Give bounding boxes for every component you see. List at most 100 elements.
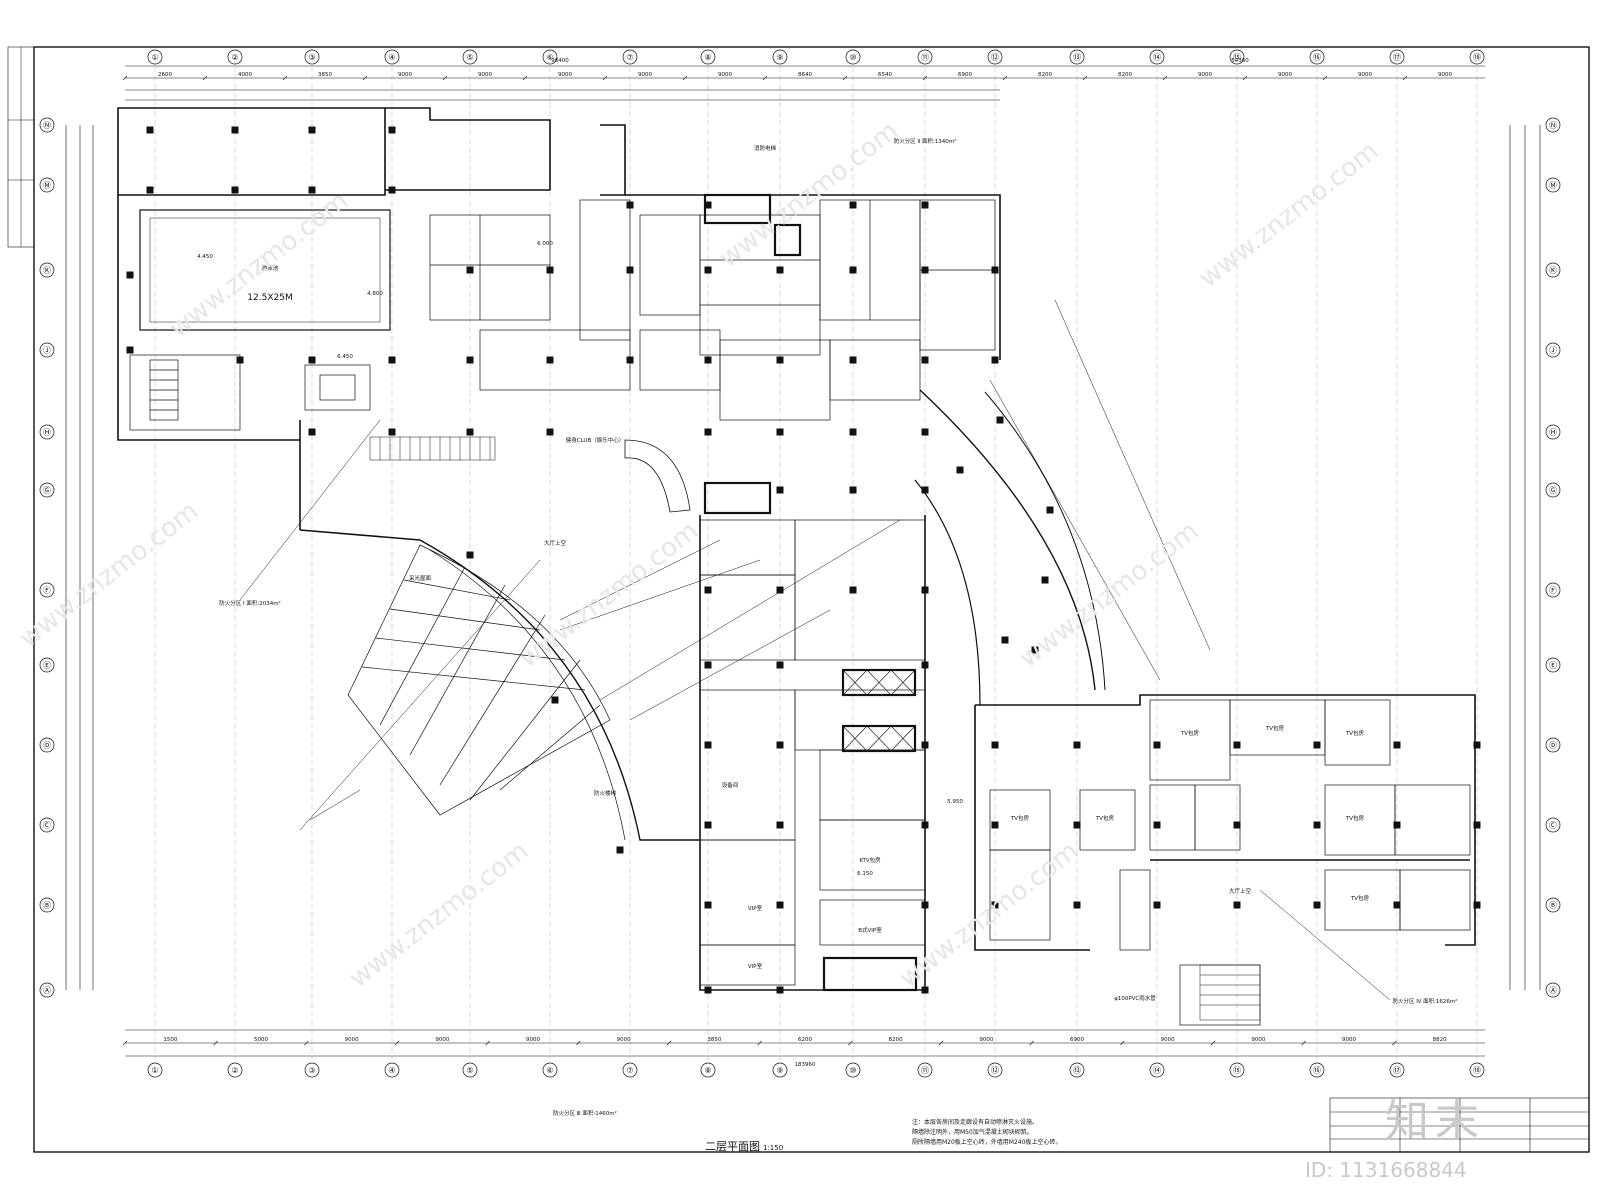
column bbox=[231, 126, 239, 134]
grid-row-marker-circle bbox=[39, 737, 55, 753]
grid-column-marker-circle bbox=[1069, 49, 1085, 65]
column bbox=[849, 428, 857, 436]
dimension-tick bbox=[442, 75, 448, 81]
top-dimension-lines bbox=[125, 65, 1485, 101]
dimension-tick bbox=[757, 1040, 762, 1046]
dimension-label: 9000 bbox=[1161, 1037, 1175, 1043]
column bbox=[704, 201, 712, 209]
grid-column-marker: ⑮ bbox=[1233, 1066, 1241, 1075]
grid-column-marker: ⑪ bbox=[921, 1066, 929, 1075]
dimension-label: 9000 bbox=[478, 72, 492, 78]
grid-column-marker-circle bbox=[987, 1062, 1003, 1078]
grid-row-marker-circle bbox=[39, 262, 55, 278]
elevation-mark-4: 6.450 bbox=[337, 354, 353, 360]
dimension-tick bbox=[282, 75, 288, 81]
dimension-label: 9000 bbox=[1198, 72, 1212, 78]
dimension-tick bbox=[1301, 1040, 1306, 1046]
grid-column-marker-circle bbox=[1069, 1062, 1085, 1078]
column bbox=[921, 356, 929, 364]
grid-column-marker: ② bbox=[231, 1066, 238, 1075]
grid-column-marker-circle bbox=[542, 49, 558, 65]
dimension-tick bbox=[202, 75, 208, 81]
column bbox=[776, 428, 784, 436]
grid-column-marker: ⑨ bbox=[776, 1066, 783, 1075]
grid-column-marker-circle bbox=[462, 1062, 478, 1078]
club-label: 健身CLUB（娱乐中心） bbox=[566, 436, 624, 444]
dimension-tick bbox=[1402, 75, 1408, 81]
dimension-tick bbox=[848, 1040, 853, 1046]
grid-column-marker-circle bbox=[1469, 1062, 1485, 1078]
column bbox=[1046, 506, 1054, 514]
column bbox=[921, 821, 929, 829]
dimension-label: 8200 bbox=[1118, 72, 1132, 78]
column bbox=[388, 126, 396, 134]
grid-column-marker-circle bbox=[917, 49, 933, 65]
grid-row-marker: Ⓖ bbox=[1549, 486, 1557, 495]
grid-row-marker: Ⓚ bbox=[43, 266, 51, 275]
column bbox=[776, 821, 784, 829]
tv-room-label-7: TV包房 bbox=[1095, 814, 1115, 822]
dimension-label: 6900 bbox=[958, 72, 972, 78]
drawing-scale: 1:150 bbox=[763, 1144, 784, 1152]
dimension-tick bbox=[762, 75, 768, 81]
image-id-label: ID: 1131668844 bbox=[1305, 1158, 1467, 1182]
grid-column-marker-circle bbox=[917, 1062, 933, 1078]
column bbox=[551, 696, 559, 704]
grid-column-marker: ⑨ bbox=[776, 53, 783, 62]
grid-column-marker: ⑰ bbox=[1393, 1066, 1401, 1075]
tv-room-label-6: TV包房 bbox=[1010, 814, 1030, 822]
column bbox=[126, 271, 134, 279]
column bbox=[776, 661, 784, 669]
column bbox=[1393, 821, 1401, 829]
column bbox=[626, 356, 634, 364]
grid-column-marker-circle bbox=[1389, 1062, 1405, 1078]
column bbox=[308, 428, 316, 436]
dimension-tick bbox=[213, 1040, 218, 1046]
column bbox=[546, 428, 554, 436]
column bbox=[991, 741, 999, 749]
dimension-label: 8820 bbox=[1433, 1037, 1447, 1043]
grid-row-marker: Ⓔ bbox=[43, 661, 51, 670]
vip-b-label: B式VIP室 bbox=[858, 926, 882, 934]
dimension-label: 9000 bbox=[979, 1037, 993, 1043]
grid-column-marker-circle bbox=[1229, 49, 1245, 65]
grid-row-marker: Ⓑ bbox=[1549, 901, 1557, 910]
column bbox=[776, 901, 784, 909]
overall-dim-bottom: 183960 bbox=[795, 1062, 816, 1068]
column bbox=[388, 186, 396, 194]
grid-column-marker: ① bbox=[151, 1066, 158, 1075]
column bbox=[1393, 901, 1401, 909]
drawing-title-text: 二层平面图 bbox=[705, 1140, 760, 1153]
dimension-label: 9000 bbox=[718, 72, 732, 78]
column bbox=[236, 356, 244, 364]
column bbox=[849, 356, 857, 364]
column bbox=[1031, 646, 1039, 654]
grid-column-marker-circle bbox=[542, 1062, 558, 1078]
grid-row-marker-circle bbox=[39, 582, 55, 598]
elevation-mark-6: 4.450 bbox=[197, 254, 213, 260]
grid-column-marker: ⑤ bbox=[466, 1066, 473, 1075]
grid-column-marker: ⑩ bbox=[849, 1066, 856, 1075]
title-block bbox=[1329, 1097, 1590, 1153]
elevation-mark-3: 4.800 bbox=[367, 291, 383, 297]
column bbox=[466, 266, 474, 274]
column bbox=[1233, 901, 1241, 909]
column bbox=[1001, 636, 1009, 644]
grid-column-marker-circle bbox=[700, 49, 716, 65]
tv-room-label-3: TV包房 bbox=[1345, 729, 1365, 737]
dimension-tick bbox=[122, 1040, 128, 1046]
grid-column-marker: ⑬ bbox=[1073, 53, 1081, 62]
column bbox=[704, 661, 712, 669]
column bbox=[991, 901, 999, 909]
grid-row-marker-circle bbox=[39, 817, 55, 833]
column bbox=[704, 356, 712, 364]
grid-row-marker-circle bbox=[39, 424, 55, 440]
grid-column-marker-circle bbox=[147, 49, 163, 65]
tv-room-label-1: TV包房 bbox=[1180, 729, 1200, 737]
grid-column-marker-circle bbox=[987, 49, 1003, 65]
column bbox=[231, 186, 239, 194]
